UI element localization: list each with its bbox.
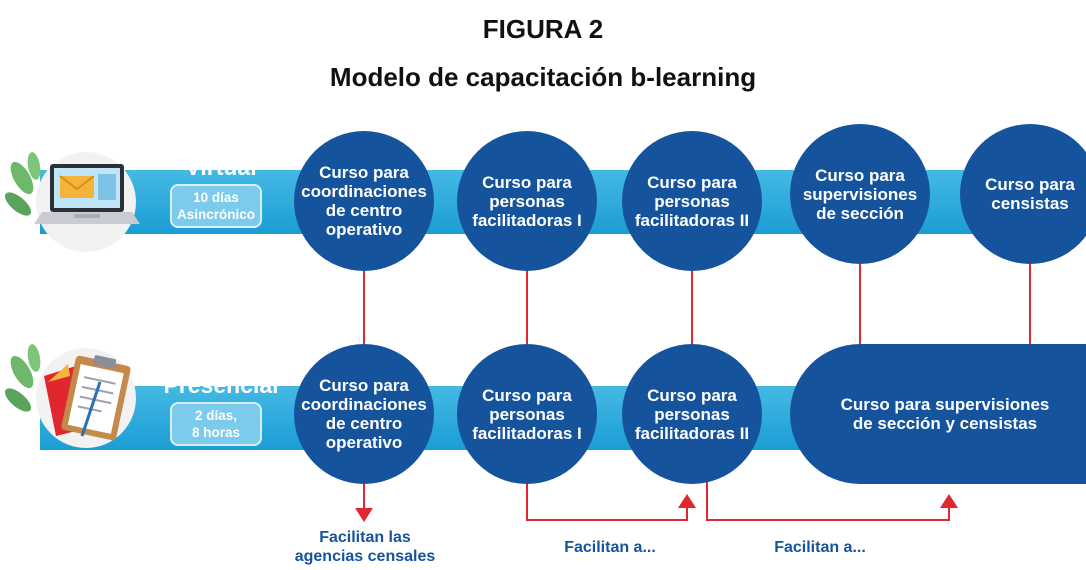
node-text: Curso para supervisiones [840, 395, 1050, 414]
virtual-duration-badge: 10 días Asincrónico [170, 184, 262, 228]
node-text: de centro [325, 201, 403, 220]
node-text: coordinaciones [301, 182, 427, 201]
node-text: facilitadoras I [472, 423, 582, 443]
node-text: censistas [991, 194, 1069, 213]
leaf-icon [4, 152, 41, 216]
node-text: facilitadoras I [472, 210, 582, 230]
virtual-course-censistas: Curso para censistas [960, 124, 1086, 264]
node-text: de sección y censistas [852, 414, 1038, 433]
node-text: facilitadoras II [634, 423, 750, 443]
presencial-course-facilitadoras-1: Curso para personas facilitadoras I [457, 344, 597, 484]
node-text: Curso para [647, 172, 737, 192]
figure-label: FIGURA 2 [482, 14, 604, 44]
virtual-course-coordinaciones: Curso para coordinaciones de centro oper… [294, 131, 434, 271]
virtual-mode-label: Virtual [185, 154, 257, 180]
node-text: Curso para [319, 163, 409, 182]
node-text: Curso para [647, 385, 737, 405]
node-text: Curso para [482, 385, 572, 405]
flow-facilitadoras-2-to-supervisiones [706, 482, 950, 521]
presencial-duration-line: 2 días, [194, 408, 238, 423]
footnote-text: Facilitan a... [564, 539, 656, 556]
footnote-facilitan-1: Facilitan a... [540, 538, 680, 557]
node-text: Curso para [985, 175, 1075, 194]
presencial-duration-badge: 2 días, 8 horas [170, 402, 262, 446]
arrowhead-up-supervisiones [940, 494, 958, 508]
arrowhead-up-facilitadoras-2 [678, 494, 696, 508]
node-text: personas [654, 191, 730, 211]
node-text: Curso para [319, 376, 409, 395]
virtual-course-supervisiones: Curso para supervisiones de sección [790, 124, 930, 264]
arrowhead-down [355, 508, 373, 522]
laptop-email-icon [4, 152, 140, 252]
footnote-text: Facilitan a... [774, 539, 866, 556]
flow-facilitadoras-1-to-2 [526, 478, 688, 521]
presencial-course-coordinaciones: Curso para coordinaciones de centro oper… [294, 344, 434, 484]
node-text: personas [489, 191, 565, 211]
virtual-duration-line: 10 días [193, 190, 239, 205]
node-text: operativo [325, 220, 403, 239]
clipboard-icon [4, 344, 136, 448]
node-text: Curso para [815, 165, 905, 185]
figure-title: Modelo de capacitación b-learning [329, 62, 757, 92]
node-text: de centro [325, 414, 403, 433]
footnote-facilitan-2: Facilitan a... [750, 538, 890, 557]
presencial-course-supervisiones-censistas: Curso para supervisiones de sección y ce… [790, 344, 1086, 484]
presencial-duration-line: 8 horas [191, 425, 241, 440]
footnote-agencias: Facilitan las agencias censales [290, 528, 440, 566]
virtual-duration-line: Asincrónico [176, 207, 255, 222]
footnote-text: agencias censales [294, 548, 436, 565]
node-text: de sección [816, 203, 904, 223]
node-text: personas [654, 404, 730, 424]
footnote-text: Facilitan las [319, 529, 411, 546]
virtual-course-facilitadoras-2: Curso para personas facilitadoras II [622, 131, 762, 271]
presencial-course-facilitadoras-2: Curso para personas facilitadoras II [622, 344, 762, 484]
virtual-course-facilitadoras-1: Curso para personas facilitadoras I [457, 131, 597, 271]
node-text: coordinaciones [301, 395, 427, 414]
node-text: Curso para [482, 172, 572, 192]
node-text: supervisiones [802, 184, 918, 204]
node-text: operativo [325, 433, 403, 452]
node-text: personas [489, 404, 565, 424]
presencial-mode-label: Presencial [163, 372, 279, 398]
node-text: facilitadoras II [634, 210, 750, 230]
